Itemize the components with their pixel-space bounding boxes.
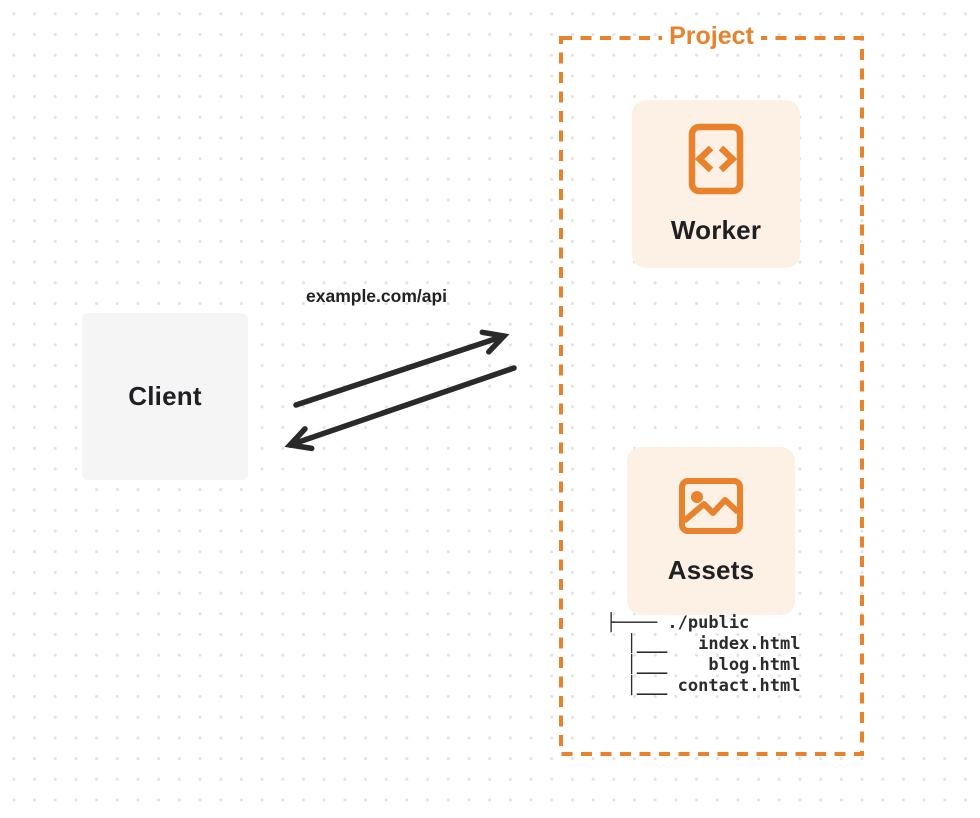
worker-label: Worker xyxy=(670,214,762,245)
assets-label: Assets xyxy=(667,554,755,585)
client-node: Client xyxy=(82,313,248,480)
image-icon xyxy=(679,477,743,534)
assets-file-tree: ├──── ./public │___ index.html │___ blog… xyxy=(606,613,801,696)
request-url-label: example.com/api xyxy=(306,286,448,306)
response-arrow xyxy=(284,365,517,452)
client-label: Client xyxy=(128,381,202,411)
code-file-icon xyxy=(688,123,744,194)
assets-node: Assets xyxy=(627,447,795,615)
project-container: Project xyxy=(559,22,864,51)
worker-node: Worker xyxy=(632,100,800,268)
project-label: Project xyxy=(662,22,761,51)
request-arrow xyxy=(293,329,510,408)
